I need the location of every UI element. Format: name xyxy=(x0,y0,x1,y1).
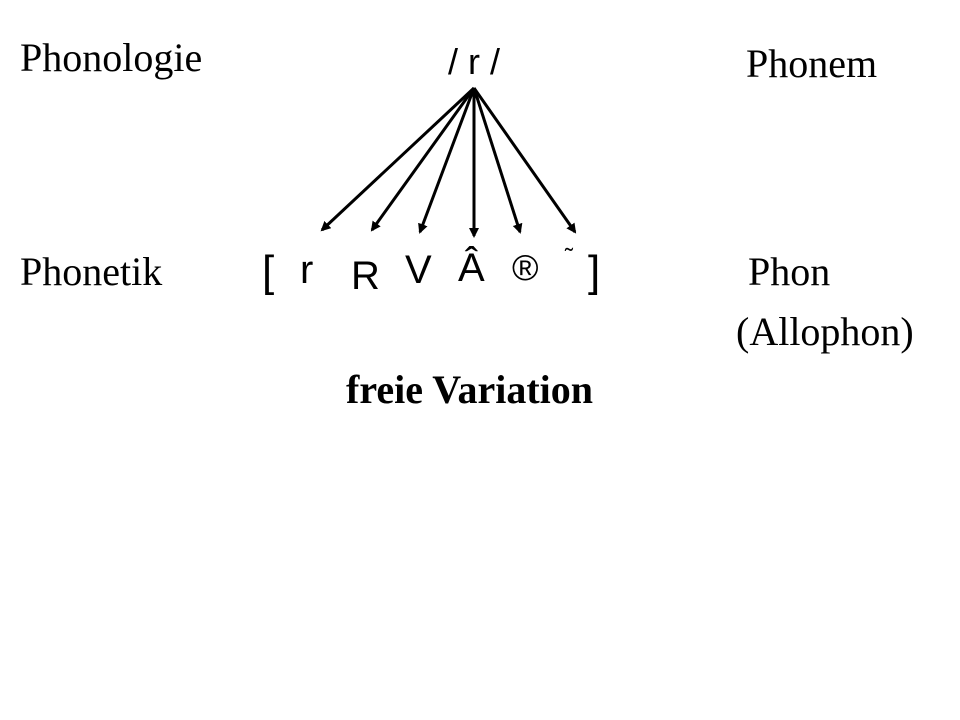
label-phon: Phon xyxy=(748,249,831,294)
caption-freie-variation: freie Variation xyxy=(346,367,594,412)
label-allophon: (Allophon) xyxy=(736,309,914,354)
arrow-4 xyxy=(472,87,523,234)
allophone-3: Â xyxy=(458,246,485,290)
bracket-open: [ xyxy=(262,247,275,296)
arrow-0 xyxy=(320,86,476,232)
phoneme-label: / r / xyxy=(448,41,500,82)
label-phonetik: Phonetik xyxy=(20,249,163,294)
allophone-1: R xyxy=(351,254,380,298)
arrow-1 xyxy=(370,87,476,232)
bracket-close: ] xyxy=(588,247,601,296)
label-phonem: Phonem xyxy=(746,41,878,86)
arrow-group xyxy=(320,86,577,238)
label-phonologie: Phonologie xyxy=(20,35,203,80)
allophone-5: ˜ xyxy=(565,244,573,271)
arrow-2 xyxy=(418,87,476,234)
allophone-4: ® xyxy=(512,247,539,288)
allophone-0: r xyxy=(300,248,314,292)
allophone-2: V xyxy=(405,248,432,292)
arrow-5 xyxy=(472,87,577,234)
